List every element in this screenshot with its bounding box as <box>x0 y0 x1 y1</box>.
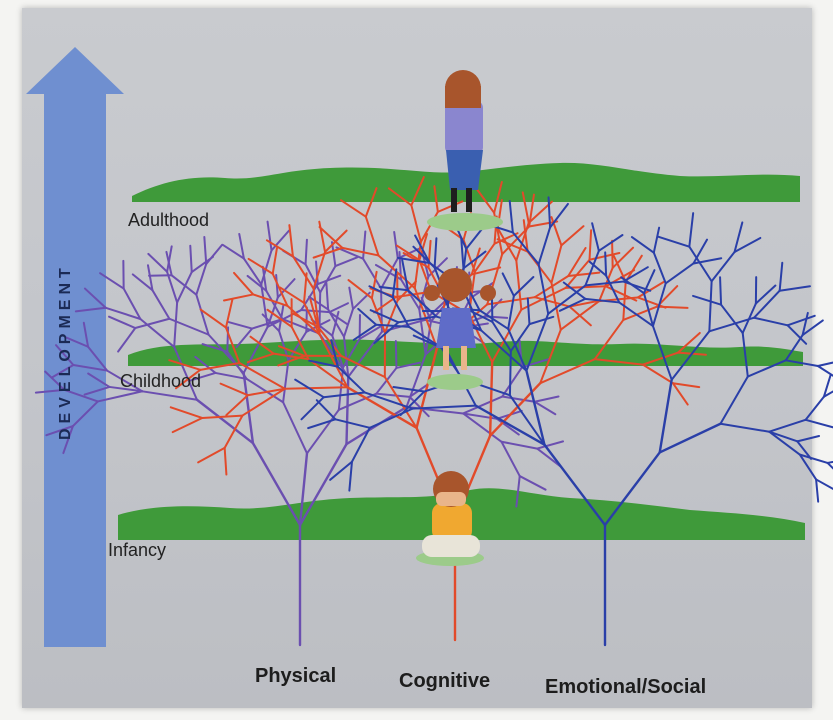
cognitive-branches <box>168 176 707 642</box>
level-label-infancy: Infancy <box>108 540 167 560</box>
development-branches <box>34 176 833 647</box>
development-axis-label: DEVELOPMENT <box>57 263 74 440</box>
strand-label-cognitive: Cognitive <box>399 670 491 692</box>
child-infancy-figure <box>416 471 484 566</box>
strand-label-physical: Physical <box>255 665 337 687</box>
emotional-social-branches <box>294 196 833 647</box>
level-label-childhood: Childhood <box>120 371 202 391</box>
strand-label-emotional-social: Emotional/Social <box>545 676 707 698</box>
child-adulthood-figure <box>427 70 503 231</box>
child-childhood-figure <box>424 268 496 390</box>
level-label-adulthood: Adulthood <box>128 210 210 230</box>
physical-branches <box>34 220 565 647</box>
